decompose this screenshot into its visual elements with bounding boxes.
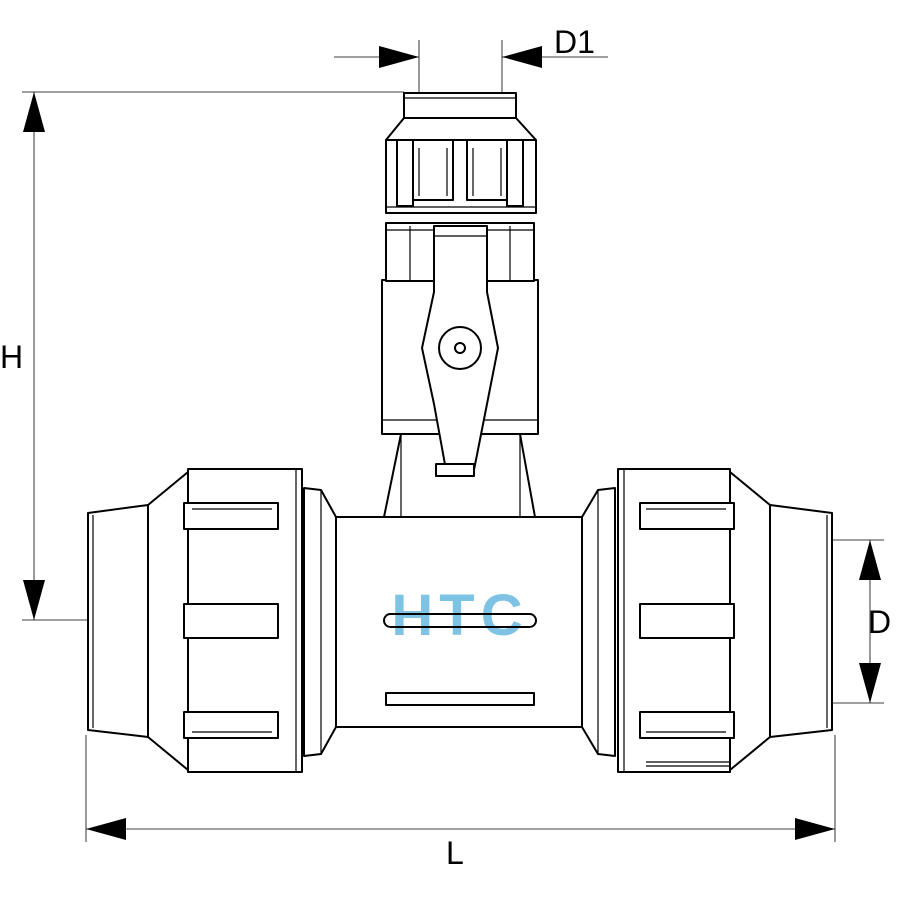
left-nut-rib-bottom [183, 711, 279, 739]
logo-text: HTC [391, 583, 528, 648]
dimension-d1: D1 [334, 24, 608, 92]
valve-handle-tip [435, 463, 475, 477]
logo: HTC [391, 583, 528, 648]
right-nut-rib-middle [639, 603, 735, 639]
d1-label: D1 [554, 24, 595, 60]
left-nut-rib-middle [183, 603, 279, 639]
l-arrow-right [795, 818, 835, 840]
h-label: H [0, 339, 23, 375]
valve-handle-pin [454, 342, 466, 354]
dimension-h: H [0, 91, 404, 621]
d-label: D [868, 604, 891, 640]
branch-pipe-end [403, 92, 517, 119]
right-nut-taper [729, 471, 771, 771]
branch-valve [381, 92, 539, 477]
h-arrow-bottom [23, 580, 45, 620]
branch-nut-rib-4 [506, 137, 524, 207]
right-compression-coupling [581, 468, 833, 773]
l-label: L [446, 835, 464, 871]
l-arrow-left [86, 818, 126, 840]
branch-nut-rib-2 [412, 137, 454, 201]
right-nut-rib-bottom [639, 711, 735, 739]
dimension-l: L [85, 735, 836, 871]
branch-nut-taper [385, 117, 537, 141]
h-arrow-top [23, 92, 45, 132]
left-pipe-end [87, 504, 149, 738]
left-nut-rib-top [183, 502, 279, 530]
branch-nut-rib-3 [466, 137, 508, 201]
d1-arrow-right [502, 46, 542, 68]
right-nut-rib-top [639, 502, 735, 530]
d-arrow-top [859, 540, 881, 580]
left-compression-coupling [87, 468, 337, 773]
left-nut-taper [147, 471, 189, 771]
left-collar [303, 487, 337, 757]
d1-arrow-left [379, 46, 419, 68]
body-oval-slot [383, 613, 537, 628]
right-pipe-end [769, 504, 833, 738]
d-arrow-bottom [859, 663, 881, 703]
tee-body [335, 433, 583, 728]
branch-nut-rib-1 [396, 137, 414, 207]
body-slot [385, 692, 535, 706]
dimension-d: D [832, 539, 891, 704]
